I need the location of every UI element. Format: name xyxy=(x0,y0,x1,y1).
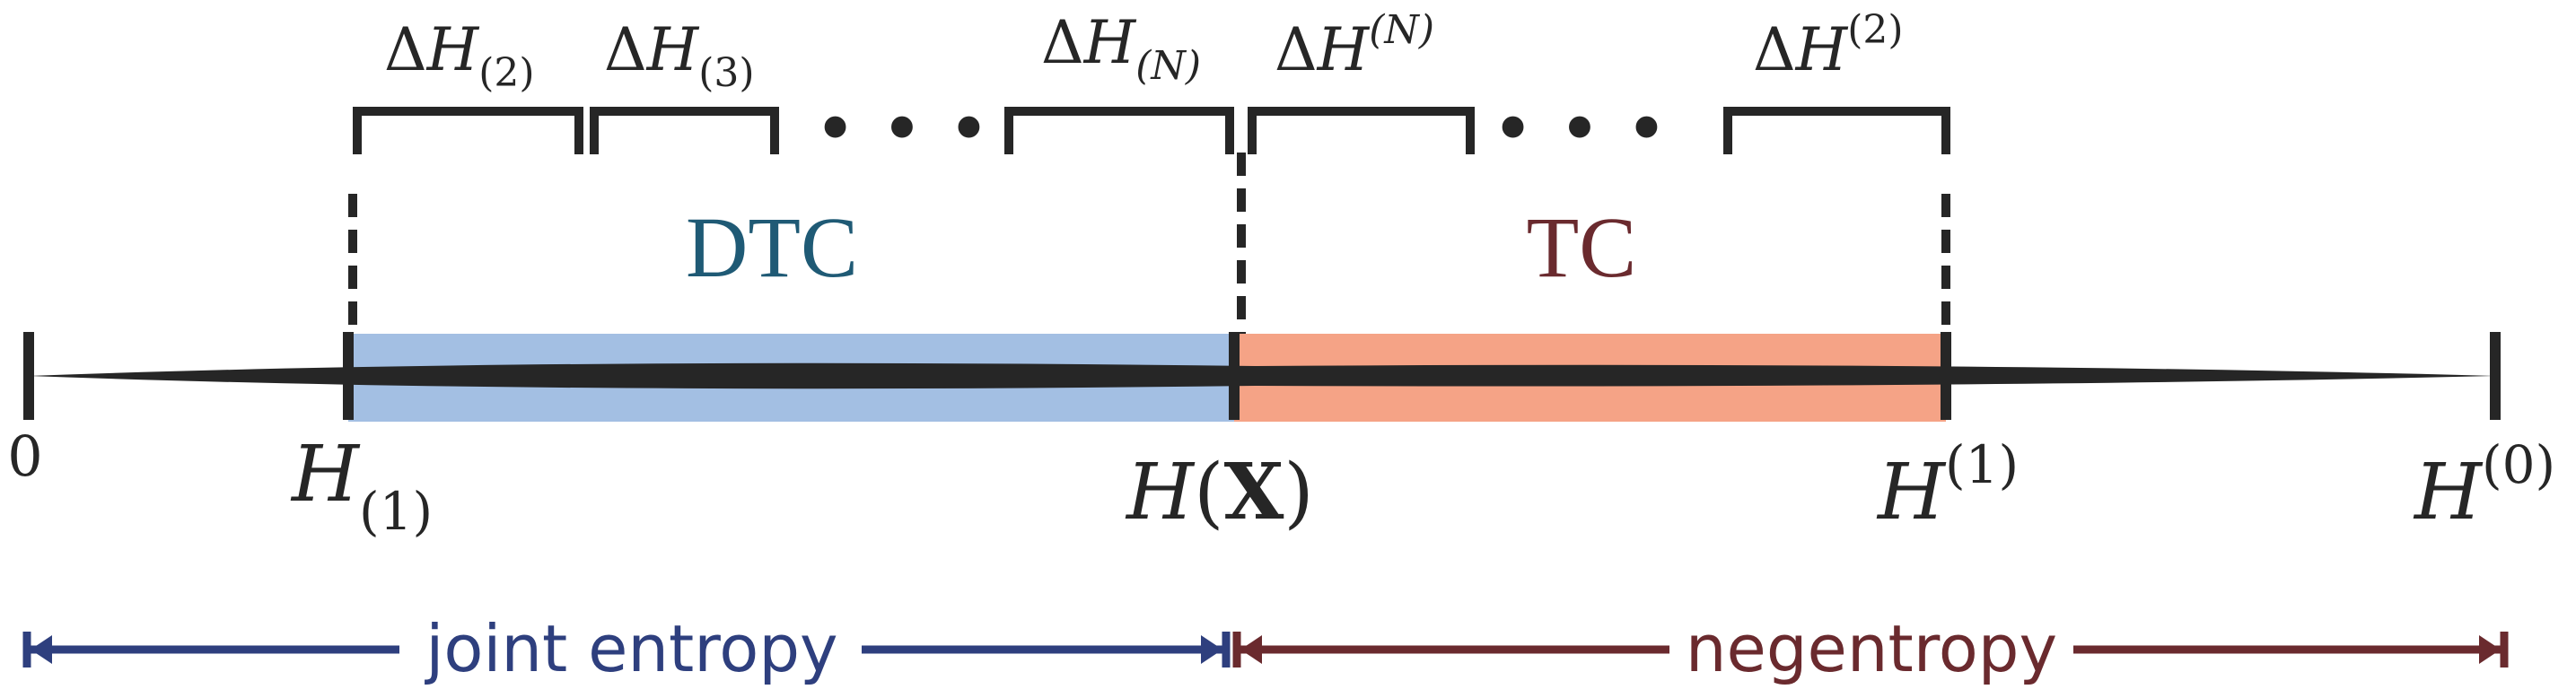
tick-label-h-x: H(X) xyxy=(1125,447,1314,537)
tc-label: TC xyxy=(1527,199,1637,295)
ellipsis-right: • • • xyxy=(1491,87,1668,172)
brackets xyxy=(353,107,1950,154)
bracket-delta-h-2 xyxy=(353,107,583,154)
entropy-axis xyxy=(29,362,2495,389)
label-delta-h-3: ΔH(3) xyxy=(604,15,755,96)
negentropy-arrowhead-right xyxy=(2479,635,2501,664)
label-delta-h-n-upper: ΔH(N) xyxy=(1275,7,1434,84)
negentropy-arrowhead-left xyxy=(1240,635,1262,664)
dtc-label: DTC xyxy=(686,199,858,295)
joint-entropy-label: joint entropy xyxy=(424,611,837,686)
label-delta-h-2-upper: ΔH(2) xyxy=(1753,7,1904,84)
tick-label-h-upper-0: H(0) xyxy=(2413,434,2555,537)
bracket-delta-h-3 xyxy=(590,107,779,154)
bracket-delta-h-n-upper xyxy=(1248,107,1475,154)
bracket-delta-h-n-lower xyxy=(1004,107,1234,154)
tick-label-zero: 0 xyxy=(7,423,42,489)
joint-entropy-arrowhead-right xyxy=(1201,635,1222,664)
dashed-guides xyxy=(348,153,1950,334)
joint-entropy-arrowhead-left xyxy=(31,635,52,664)
label-delta-h-2: ΔH(2) xyxy=(384,15,535,96)
axis-ticks xyxy=(23,332,2501,420)
tick-label-h-lower-1: H(1) xyxy=(290,430,433,542)
tick-label-h-upper-1: H(1) xyxy=(1876,434,2019,537)
negentropy-label: negentropy xyxy=(1686,611,2057,686)
joint-entropy-range xyxy=(22,632,1231,667)
label-delta-h-n-lower: ΔH(N) xyxy=(1041,8,1201,89)
ellipsis-left: • • • xyxy=(813,87,990,172)
negentropy-range xyxy=(1232,632,2509,667)
bracket-delta-h-2-upper xyxy=(1723,107,1950,154)
